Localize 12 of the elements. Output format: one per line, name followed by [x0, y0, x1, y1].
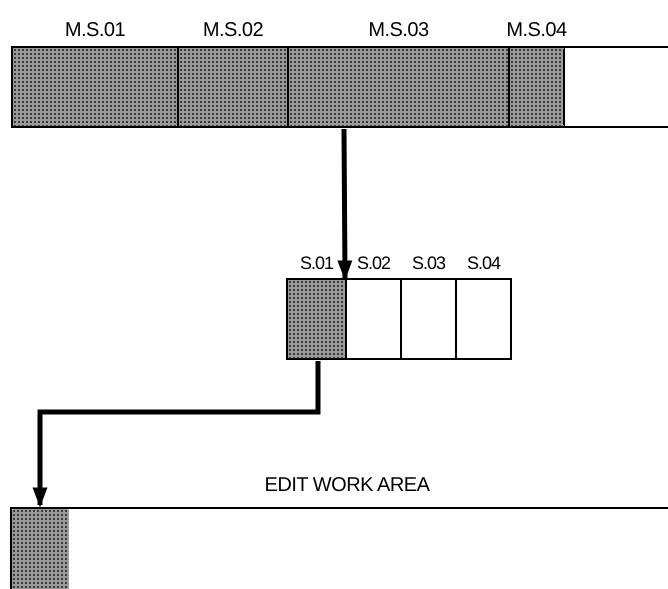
- segment-label: S.03: [412, 254, 446, 272]
- segment-label: S.01: [300, 254, 334, 272]
- segment-label: M.S.02: [202, 20, 264, 40]
- segment-label: M.S.03: [368, 20, 429, 40]
- arrow: [337, 128, 352, 280]
- segment-label: EDIT WORK AREA: [264, 475, 430, 495]
- arrow: [32, 361, 320, 508]
- segment-label: M.S.04: [506, 20, 567, 40]
- segment-label: S.04: [466, 254, 500, 272]
- segment-label: S.02: [356, 254, 390, 272]
- edit-cell: [12, 509, 69, 589]
- segment-label: M.S.01: [64, 20, 126, 40]
